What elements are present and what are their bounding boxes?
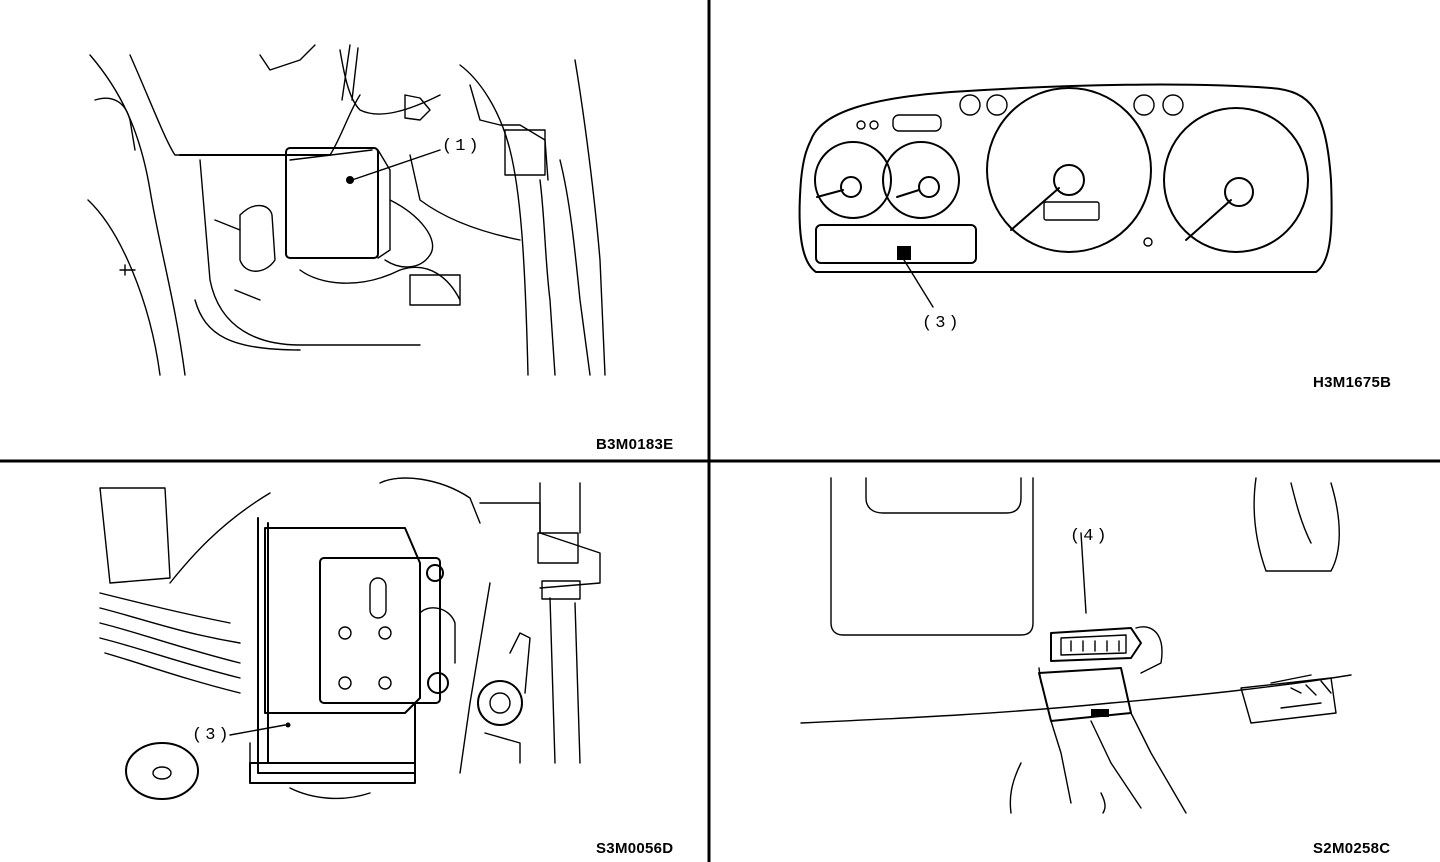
panel-bottom-right: (4) S2M0258C: [711, 463, 1440, 862]
panel-bottom-left: (3) S3M0056D: [0, 463, 709, 862]
module-point: [285, 722, 291, 728]
panel-top-right: (3) H3M1675B: [711, 0, 1440, 461]
figure-code: B3M0183E: [596, 436, 674, 453]
combination-meter-illustration: [798, 83, 1333, 308]
figure-code: S3M0056D: [596, 840, 674, 857]
callout-label: (1): [442, 137, 482, 156]
connector-latch: [1091, 709, 1109, 717]
diagnosis-connector-illustration: [800, 477, 1352, 814]
callout-label: (3): [192, 726, 232, 745]
panel-top-left: (1) B3M0183E: [0, 0, 709, 461]
callout-label: (4): [1070, 527, 1110, 546]
control-module-illustration: [99, 477, 601, 800]
callout-label: (3): [922, 314, 962, 333]
control-unit-illustration: [87, 44, 606, 376]
check-connector-square: [897, 246, 911, 260]
figure-code: S2M0258C: [1313, 840, 1391, 857]
control-unit-point: [346, 176, 354, 184]
figure-code: H3M1675B: [1313, 374, 1392, 391]
